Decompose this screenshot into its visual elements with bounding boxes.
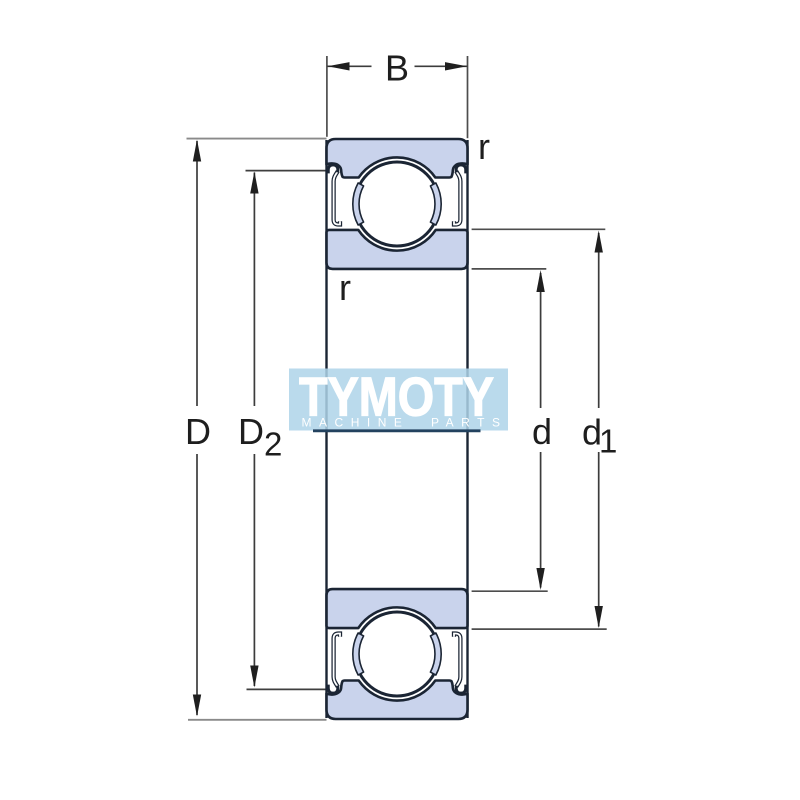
svg-text:r: r — [339, 267, 351, 308]
svg-text:d: d — [532, 411, 552, 452]
svg-text:1: 1 — [599, 423, 617, 460]
svg-text:D: D — [185, 411, 211, 452]
svg-text:2: 2 — [264, 426, 282, 463]
svg-text:D: D — [238, 411, 264, 452]
svg-text:B: B — [385, 48, 409, 89]
svg-text:d: d — [582, 412, 602, 453]
svg-text:MACHINE PARTS: MACHINE PARTS — [302, 415, 508, 429]
svg-text:TYMOTY: TYMOTY — [299, 366, 494, 428]
svg-text:r: r — [478, 126, 490, 167]
